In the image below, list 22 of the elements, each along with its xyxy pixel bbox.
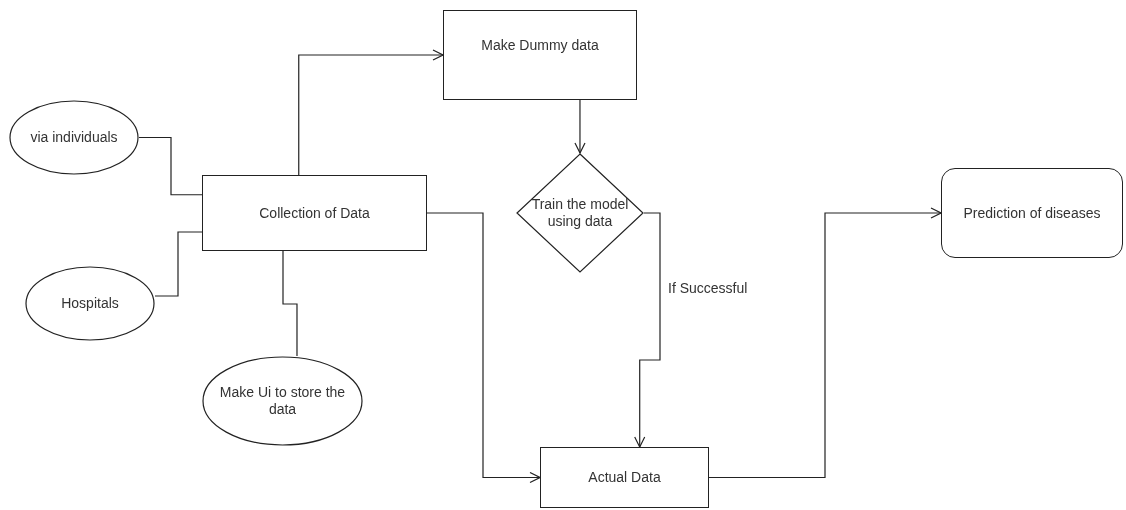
- ellipse-node: [25, 266, 155, 341]
- node-label: Make Dummy data: [481, 36, 599, 54]
- process-box: [202, 175, 427, 251]
- node-label: via individuals: [30, 129, 118, 146]
- node-label: Prediction of diseases: [963, 204, 1101, 222]
- node-label: Train the model using data: [530, 196, 630, 230]
- node-label: Collection of Data: [259, 204, 370, 222]
- node-label: Hospitals: [61, 295, 119, 312]
- connector-arrow: [426, 212, 541, 484]
- decision-diamond: [516, 153, 644, 273]
- connector-arrow: [634, 212, 661, 448]
- connector-arrow: [574, 99, 586, 154]
- node-label: Actual Data: [588, 469, 661, 486]
- edge-label: If Successful: [668, 280, 748, 296]
- ellipse-node: [9, 100, 139, 175]
- ellipse-node: [202, 356, 363, 446]
- process-box: [540, 447, 709, 508]
- rounded-box: [941, 168, 1123, 258]
- process-box: [443, 10, 637, 100]
- connector-arrow: [708, 207, 942, 479]
- connector-arrow: [298, 49, 444, 176]
- node-label: Make Ui to store the data: [218, 384, 347, 418]
